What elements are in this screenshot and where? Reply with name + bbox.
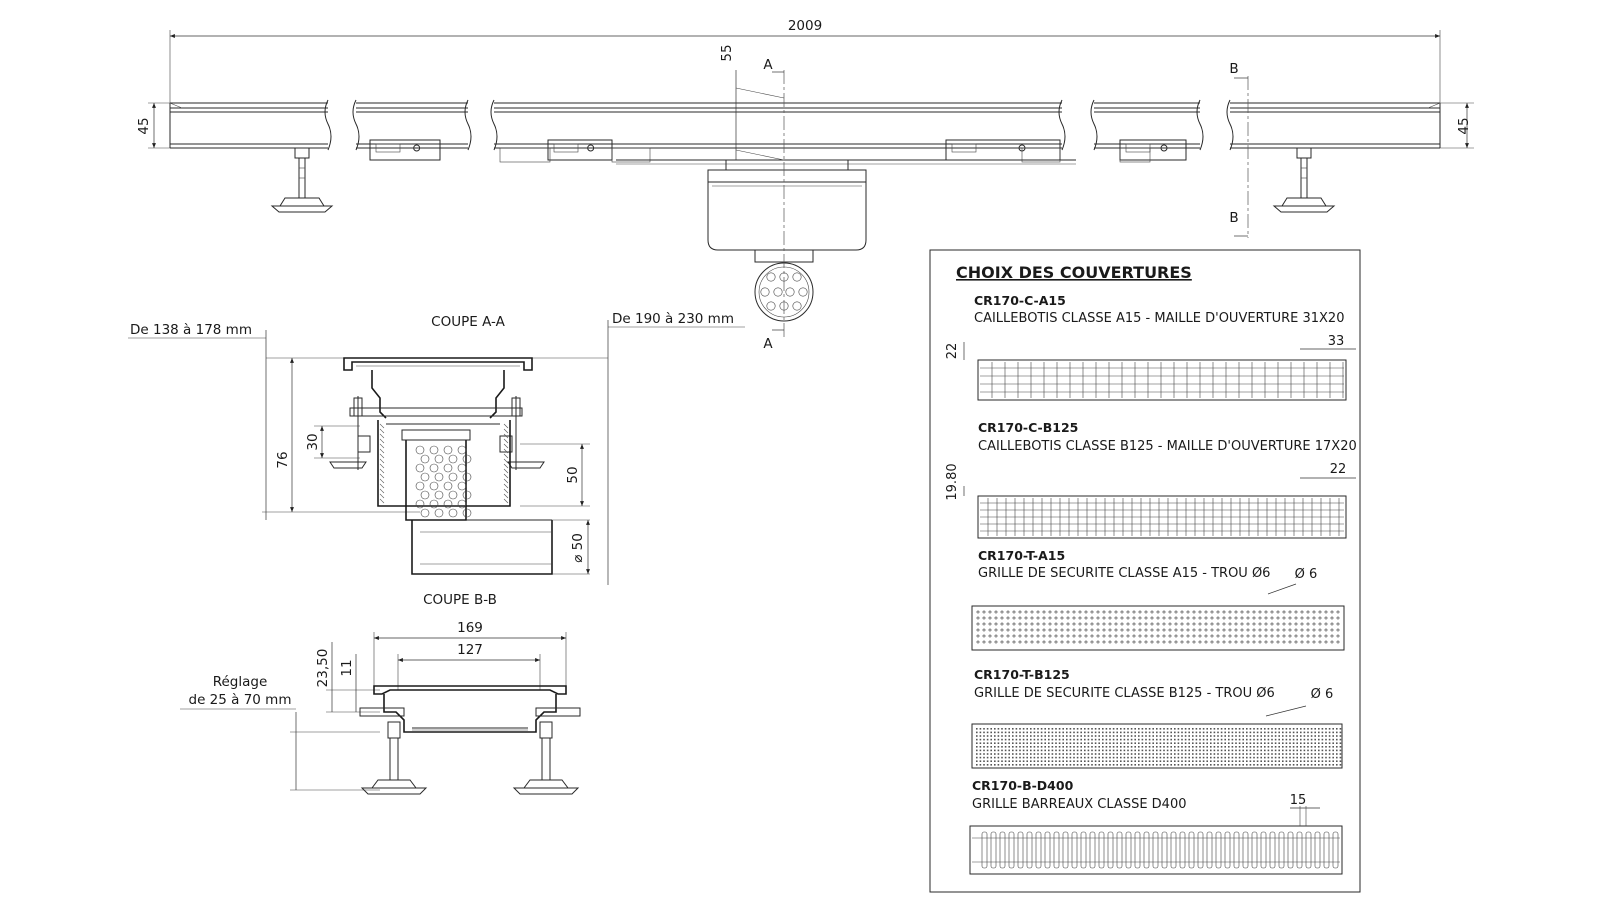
dim-127: 127 bbox=[457, 642, 483, 658]
cover-code-2: CR170-C-B125 bbox=[978, 420, 1078, 435]
section-a-top-label: A bbox=[763, 57, 773, 73]
dim-30: 30 bbox=[305, 433, 321, 450]
cover-desc-5: GRILLE BARREAUX CLASSE D400 bbox=[972, 797, 1187, 812]
cover-dim-top-4: Ø 6 bbox=[1311, 687, 1334, 702]
range-right-label: De 190 à 230 mm bbox=[612, 311, 734, 327]
channel-body bbox=[169, 99, 1441, 165]
covers-title: CHOIX DES COUVERTURES bbox=[956, 263, 1192, 282]
cover-dim-side-1: 22 bbox=[945, 343, 960, 360]
dim-11: 11 bbox=[339, 659, 355, 676]
elevation-view: 2009 45 45 bbox=[136, 18, 1474, 352]
section-bb-title: COUPE B-B bbox=[423, 592, 497, 608]
cover-dim-top-5: 15 bbox=[1290, 793, 1307, 808]
cover-code-3: CR170-T-A15 bbox=[978, 548, 1065, 563]
adjustment-label-1: Réglage bbox=[213, 674, 268, 690]
cover-code-5: CR170-B-D400 bbox=[972, 778, 1074, 793]
cover-dim-top-2: 22 bbox=[1330, 462, 1347, 477]
cover-desc-2: CAILLEBOTIS CLASSE B125 - MAILLE D'OUVER… bbox=[978, 439, 1357, 454]
section-a-bottom-label: A bbox=[763, 336, 773, 352]
dim-overall-length: 2009 bbox=[788, 18, 822, 34]
dim-diameter-50: ⌀ 50 bbox=[570, 533, 586, 563]
section-b-bottom-label: B bbox=[1229, 210, 1238, 226]
section-bb: COUPE B-B 169 127 23,50 11 Réglage de 25… bbox=[180, 592, 581, 795]
cover-dim-side-2: 19.80 bbox=[945, 463, 960, 500]
cover-dim-top-1: 33 bbox=[1328, 334, 1345, 349]
dim-height-left: 45 bbox=[136, 117, 152, 134]
covers-panel: CHOIX DES COUVERTURES CR170-C-A15 CAILLE… bbox=[929, 249, 1361, 893]
adjustment-label-2: de 25 à 70 mm bbox=[189, 692, 292, 708]
section-aa-title: COUPE A-A bbox=[431, 314, 505, 330]
central-sump bbox=[707, 159, 867, 322]
dim-23-50: 23,50 bbox=[315, 649, 331, 688]
section-b-top-label: B bbox=[1229, 61, 1238, 77]
adjustable-foot-left bbox=[270, 147, 334, 213]
dim-offset-55: 55 bbox=[719, 44, 735, 61]
section-aa: COUPE A-A De 138 à 178 mm De 190 à 230 m… bbox=[128, 311, 745, 585]
adjustable-foot-right bbox=[1272, 147, 1336, 213]
dim-169: 169 bbox=[457, 620, 483, 636]
dim-76: 76 bbox=[275, 451, 291, 468]
cover-desc-4: GRILLE DE SECURITE CLASSE B125 - TROU Ø6 bbox=[974, 686, 1275, 701]
range-left-label: De 138 à 178 mm bbox=[130, 322, 252, 338]
dim-height-right: 45 bbox=[1456, 117, 1472, 134]
cover-dimension-ticks bbox=[963, 342, 1356, 826]
cover-desc-3: GRILLE DE SECURITE CLASSE A15 - TROU Ø6 bbox=[978, 566, 1270, 581]
cover-desc-1: CAILLEBOTIS CLASSE A15 - MAILLE D'OUVERT… bbox=[974, 311, 1344, 326]
cover-dim-top-3: Ø 6 bbox=[1295, 567, 1318, 582]
cover-code-4: CR170-T-B125 bbox=[974, 667, 1070, 682]
cover-code-1: CR170-C-A15 bbox=[974, 293, 1066, 308]
dim-50: 50 bbox=[565, 466, 581, 483]
